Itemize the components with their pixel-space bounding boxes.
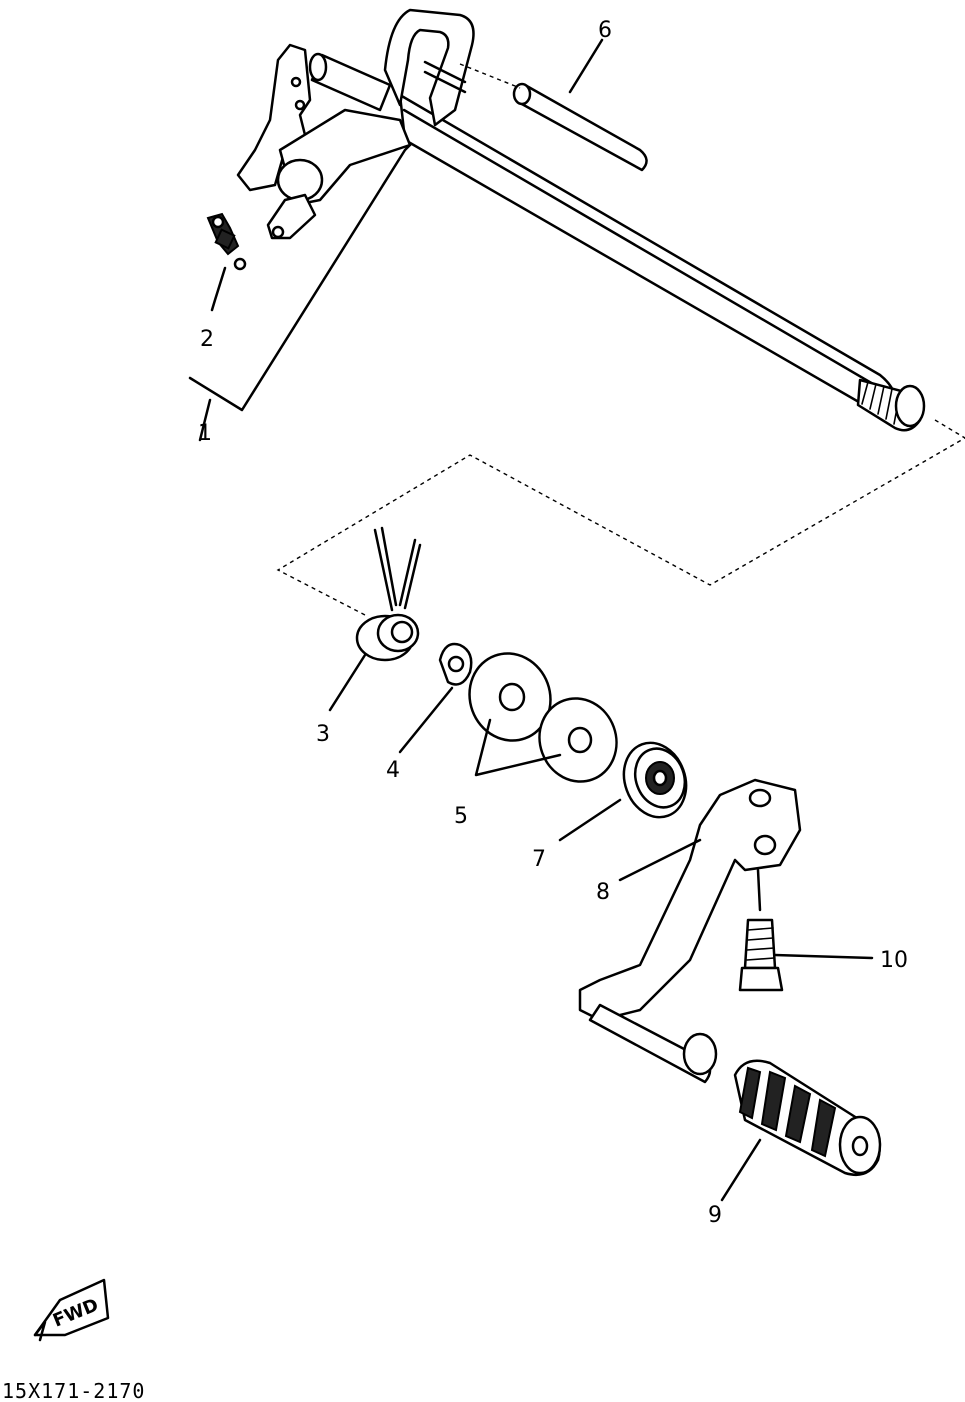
pedal-rubber-9 <box>720 1059 882 1202</box>
callout-7: 7 <box>532 847 546 872</box>
callout-4: 4 <box>386 758 400 783</box>
washers-5 <box>468 652 618 783</box>
callout-3: 3 <box>316 722 330 747</box>
shift-shaft-assembly <box>188 8 926 442</box>
callout-5: 5 <box>454 804 468 829</box>
callout-9: 9 <box>708 1203 722 1228</box>
fwd-arrow-icon: FWD <box>33 1278 110 1342</box>
pin-6 <box>459 38 648 172</box>
drawing-code: 15X171-2170 <box>2 1379 145 1402</box>
bolt-nut-2 <box>206 212 247 312</box>
callout-8: 8 <box>596 880 610 905</box>
spring-3 <box>328 526 422 712</box>
explode-boundary <box>276 419 965 616</box>
callout-10: 10 <box>880 948 908 973</box>
oil-seal-7 <box>558 741 688 842</box>
circlip-4 <box>398 642 473 754</box>
callout-2: 2 <box>200 327 214 352</box>
bolt-10 <box>738 868 874 992</box>
callout-6: 6 <box>598 18 612 43</box>
callout-1: 1 <box>198 421 212 446</box>
shift-pedal-8 <box>578 778 802 1084</box>
